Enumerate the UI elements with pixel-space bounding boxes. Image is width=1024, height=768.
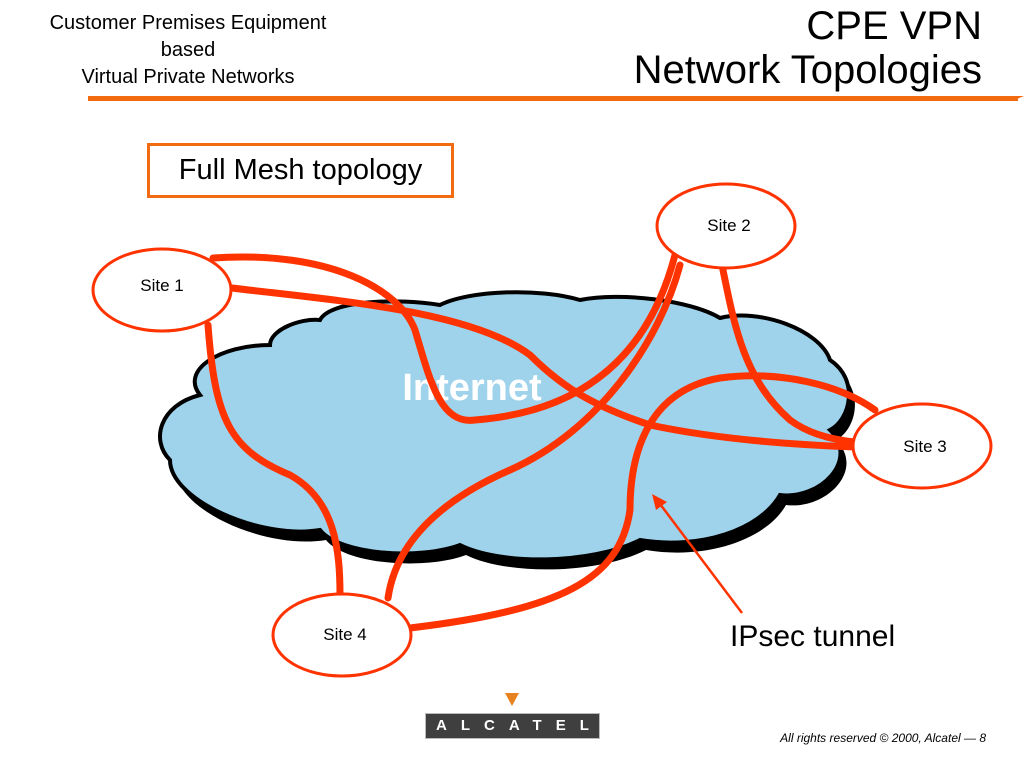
ipsec-pointer-line [656,499,743,614]
site-3-label: Site 3 [903,437,946,456]
site-3-node: Site 3 [851,402,993,490]
site-4-ellipse [271,592,413,678]
tunnel-site1-site2 [209,251,679,424]
site-4-node: Site 4 [271,592,413,678]
site-1-ellipse [91,247,233,333]
tunnel-site1-site4 [204,321,344,599]
ipsec-tunnel-label: IPsec tunnel [730,620,896,653]
tunnel-site1-site3 [228,284,859,451]
site-1-label: Site 1 [140,276,183,295]
footer-copyright: All rights reserved © 2000, Alcatel — 8 [780,731,986,745]
tunnel-site2-site3 [718,261,859,446]
internet-label: Internet [402,367,542,409]
alcatel-logo: ALCATEL [425,693,600,745]
subtitle-block: Customer Premises Equipment based Virtua… [8,10,368,91]
site-1-node: Site 1 [91,247,233,333]
topology-label-box: Full Mesh topology [147,143,454,198]
subtitle-line-2: based [160,39,216,61]
site-2-node: Site 2 [655,182,797,270]
internet-cloud [158,290,851,562]
slide-title: CPE VPN Network Topologies [634,4,982,92]
header-rule [88,96,1018,101]
site-4-label: Site 4 [323,625,366,644]
header-rule-tip [1012,96,1024,101]
slide-title-line-1: CPE VPN [806,4,982,48]
subtitle-line-3: Virtual Private Networks [81,66,295,88]
site-2-ellipse [655,182,797,270]
site-2-label: Site 2 [707,216,750,235]
tunnel-site3-site4 [406,372,879,632]
tunnel-site2-site4 [384,261,684,602]
slide-title-line-2: Network Topologies [633,48,982,92]
ipsec-tunnels [204,251,879,632]
subtitle-line-1: Customer Premises Equipment [49,12,327,34]
ipsec-pointer-arrowhead [652,494,667,510]
site-3-ellipse [851,402,993,490]
logo-triangle-icon [505,693,519,706]
logo-wordmark: ALCATEL [425,713,600,739]
